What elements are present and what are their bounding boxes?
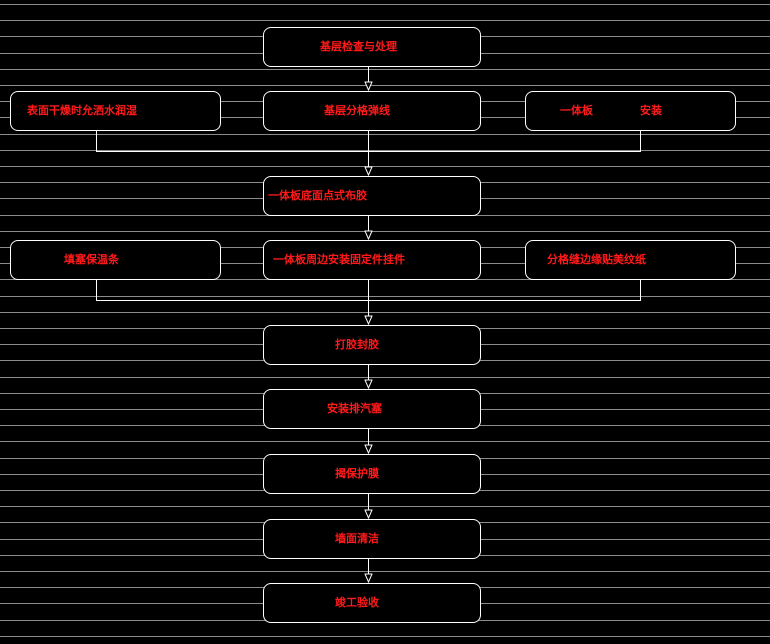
node-base-layout: 基层分格弹线 <box>263 91 481 131</box>
node-fill-foam: 填塞保温条 <box>10 240 221 280</box>
node-label: 基层检查与处理 <box>320 40 397 53</box>
node-vent-plug: 安装排汽塞 <box>263 389 481 429</box>
node-panel-install: 一体板 安装 <box>525 91 736 131</box>
node-panel-edge-anchor: 一体板周边安装固定件挂件 <box>263 240 481 280</box>
node-label: 填塞保温条 <box>64 253 119 266</box>
node-panel-spot-adhesive: 一体板底面点式布胶 <box>263 176 481 216</box>
node-base-inspection: 基层检查与处理 <box>263 27 481 67</box>
node-label: 墙面清洁 <box>335 532 379 545</box>
node-label: 表面干燥时允洒水润湿 <box>27 104 137 117</box>
node-surface-clean: 墙面清洁 <box>263 519 481 559</box>
node-label: 安装排汽塞 <box>327 402 382 415</box>
node-dry-surface: 表面干燥时允洒水润湿 <box>10 91 221 131</box>
node-label: 分格缝边缘贴美纹纸 <box>547 253 646 266</box>
node-label-suffix: 安装 <box>640 104 662 117</box>
node-label: 基层分格弹线 <box>324 104 390 117</box>
node-sealant: 打胶封胶 <box>263 325 481 365</box>
node-label: 打胶封胶 <box>335 338 379 351</box>
node-label: 一体板周边安装固定件挂件 <box>273 253 405 266</box>
node-protect-film: 揭保护膜 <box>263 454 481 494</box>
node-label: 一体板 <box>560 104 593 117</box>
node-label: 竣工验收 <box>335 596 379 609</box>
node-label: 一体板底面点式布胶 <box>268 189 367 202</box>
node-label: 揭保护膜 <box>335 467 379 480</box>
node-joint-tape: 分格缝边缘贴美纹纸 <box>525 240 736 280</box>
node-acceptance: 竣工验收 <box>263 583 481 623</box>
